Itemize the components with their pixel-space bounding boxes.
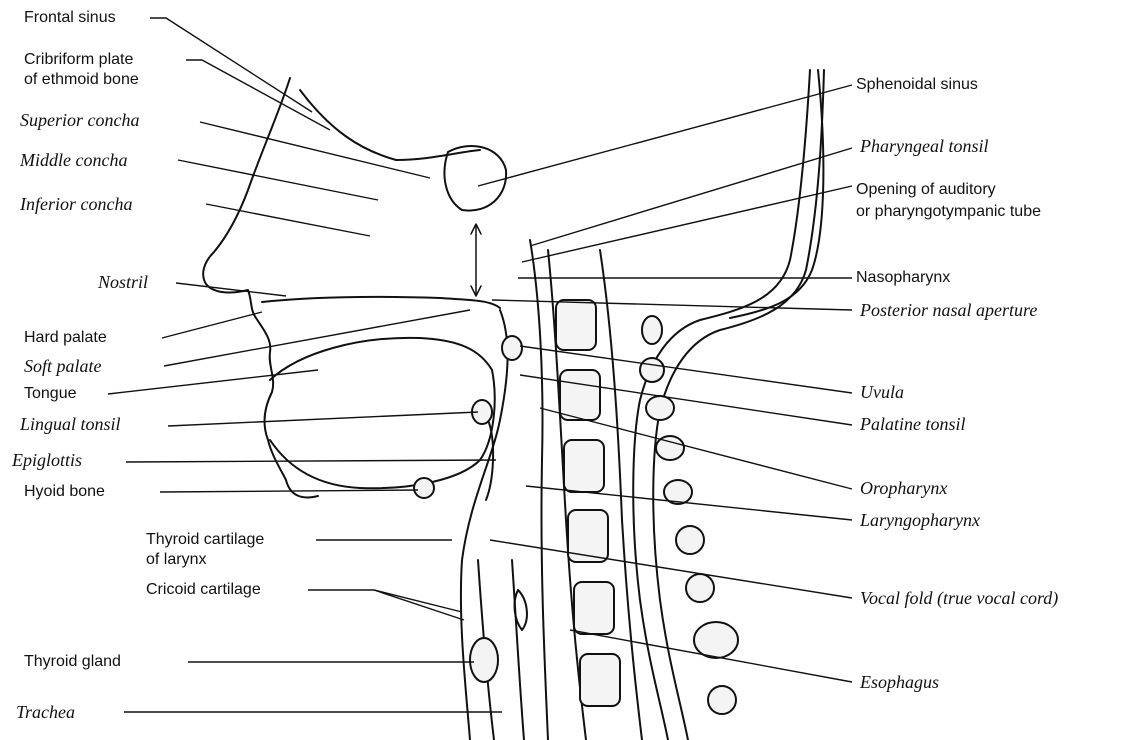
label-hyoid-bone: Hyoid bone (24, 482, 105, 502)
sphenoid-shape (444, 146, 506, 211)
thyroid-gland-shape (470, 638, 498, 682)
label-auditory-tube-line2: or pharyngotympanic tube (856, 202, 1041, 222)
label-oropharynx: Oropharynx (860, 478, 947, 498)
label-frontal-sinus: Frontal sinus (24, 8, 116, 28)
label-pharyngeal-tonsil: Pharyngeal tonsil (860, 136, 989, 156)
label-inferior-concha: Inferior concha (20, 194, 132, 214)
pharynx-posterior (530, 240, 548, 740)
label-soft-palate: Soft palate (24, 356, 102, 376)
label-laryngopharynx: Laryngopharynx (860, 510, 980, 530)
label-cricoid-cartilage: Cricoid cartilage (146, 580, 261, 600)
label-superior-concha: Superior concha (20, 110, 139, 130)
label-epiglottis: Epiglottis (12, 450, 82, 470)
label-vocal-fold: Vocal fold (true vocal cord) (860, 588, 1058, 608)
label-uvula: Uvula (860, 382, 904, 402)
trachea-tube-2 (512, 560, 524, 740)
label-thyroid-cartilage: Thyroid cartilage (146, 530, 264, 550)
label-middle-concha: Middle concha (20, 150, 127, 170)
hard-palate-shape (262, 297, 500, 308)
neck-back (730, 70, 823, 318)
label-thyroid-gland: Thyroid gland (24, 652, 121, 672)
vertebrae (556, 300, 738, 714)
label-cribriform-plate-line2: of ethmoid bone (24, 70, 139, 90)
hyoid-shape (414, 478, 434, 498)
label-tongue: Tongue (24, 384, 77, 404)
label-esophagus: Esophagus (860, 672, 939, 692)
leader-lines (108, 18, 852, 712)
label-lingual-tonsil: Lingual tonsil (20, 414, 121, 434)
label-thyroid-cartilage-line2: of larynx (146, 550, 206, 570)
label-nostril: Nostril (98, 272, 148, 292)
label-posterior-nasal-aperture: Posterior nasal aperture (860, 300, 1037, 320)
label-trachea: Trachea (16, 702, 75, 722)
label-palatine-tonsil: Palatine tonsil (860, 414, 966, 434)
label-auditory-tube: Opening of auditory (856, 180, 996, 200)
label-cribriform-plate: Cribriform plate (24, 50, 133, 70)
label-sphenoidal-sinus: Sphenoidal sinus (856, 75, 978, 95)
label-nasopharynx: Nasopharynx (856, 268, 950, 288)
label-hard-palate: Hard palate (24, 328, 107, 348)
uvula-shape (502, 336, 522, 360)
